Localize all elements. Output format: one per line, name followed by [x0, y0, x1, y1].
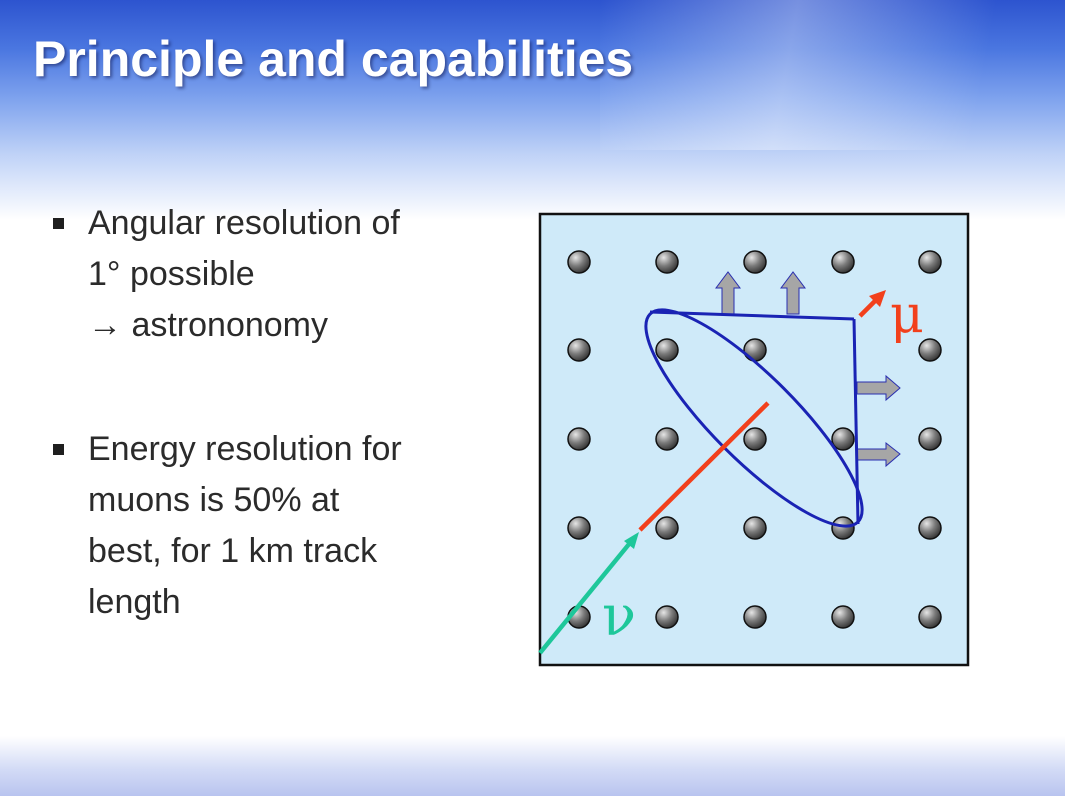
sensor-sphere	[831, 250, 855, 274]
neutrino-arrow-head-icon	[624, 532, 639, 549]
detector-diagram: μ ν	[538, 212, 970, 667]
sensor-sphere	[831, 516, 855, 540]
muon-arrow-head-icon	[869, 290, 886, 307]
bullet-square-icon	[53, 218, 64, 229]
sensor-sphere	[567, 516, 591, 540]
sensor-sphere	[655, 250, 679, 274]
sensor-sphere	[655, 427, 679, 451]
sensor-sphere	[743, 516, 767, 540]
sensor-sphere	[918, 338, 942, 362]
neutrino-track	[538, 536, 636, 655]
up-arrow-icon	[780, 271, 806, 315]
sensor-sphere	[743, 338, 767, 362]
bullet-line: best, for 1 km track	[88, 532, 378, 570]
sensor-sphere	[655, 516, 679, 540]
sensor-sphere	[831, 427, 855, 451]
photon-arrows	[715, 271, 901, 468]
neutrino-symbol: ν	[602, 584, 636, 649]
up-arrow-icon	[715, 271, 741, 315]
bullet-line: 1° possible	[88, 255, 255, 293]
muon-track	[638, 401, 770, 532]
bullet-line: length	[88, 583, 181, 621]
sensor-sphere	[918, 250, 942, 274]
sensor-sphere	[918, 516, 942, 540]
bullet-line: Angular resolution of	[88, 204, 400, 242]
sensor-grid	[567, 250, 942, 629]
right-arrow-icon	[856, 374, 901, 402]
sensor-sphere	[743, 605, 767, 629]
bullet-energy-resolution: Energy resolution for muons is 50% at be…	[50, 424, 500, 628]
sensor-sphere	[655, 605, 679, 629]
right-arrow-icon	[856, 441, 901, 468]
bullet-line: Energy resolution for	[88, 430, 402, 468]
muon-symbol: μ	[890, 285, 924, 345]
bullet-square-icon	[53, 444, 64, 455]
bullet-line: → astrononomy	[88, 306, 328, 344]
sensor-sphere	[567, 427, 591, 451]
sensor-sphere	[918, 427, 942, 451]
sensor-sphere	[567, 250, 591, 274]
cone-top-edge	[649, 310, 855, 321]
bullet-angular-resolution: Angular resolution of 1° possible → astr…	[50, 198, 500, 351]
muon-exit-track	[858, 297, 879, 318]
sensor-sphere	[655, 338, 679, 362]
slide-footer-band	[0, 736, 1065, 796]
sensor-sphere	[743, 250, 767, 274]
header-light-streak	[600, 0, 1065, 150]
sensor-sphere	[567, 338, 591, 362]
slide-header-background	[0, 0, 1065, 220]
sensor-sphere	[918, 605, 942, 629]
slide-title: Principle and capabilities	[33, 31, 634, 87]
sensor-sphere	[743, 427, 767, 451]
sensor-sphere	[831, 605, 855, 629]
bullet-line: muons is 50% at	[88, 481, 340, 519]
